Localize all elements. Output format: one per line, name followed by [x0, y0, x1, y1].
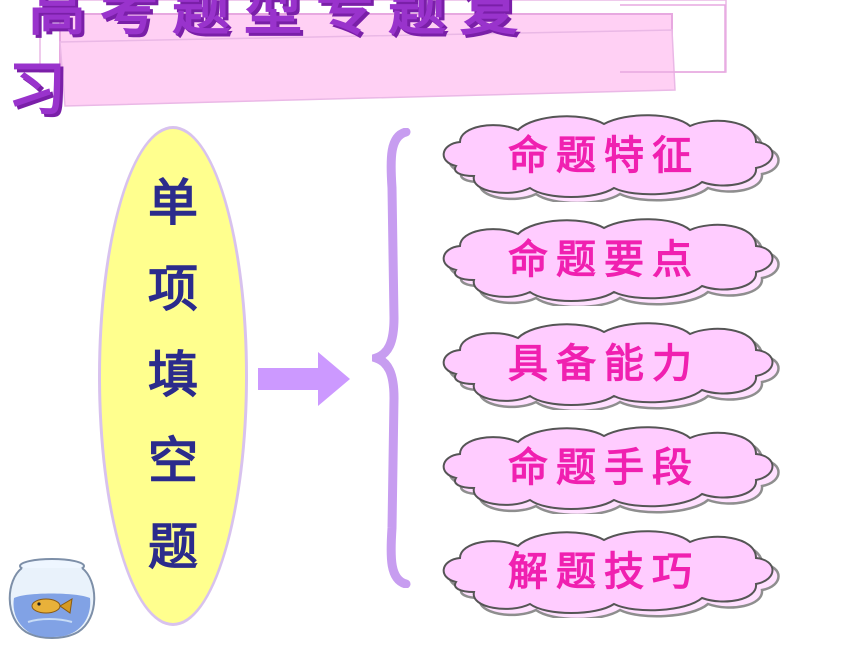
fishbowl-icon: [8, 558, 96, 639]
topic-ellipse: [98, 126, 248, 626]
cloud-icon: [442, 530, 780, 618]
topic-char: 单: [148, 174, 198, 232]
cloud-icon: [442, 114, 780, 202]
item-label: 解题技巧: [508, 549, 700, 595]
item-cloud-1: 命题特征: [434, 110, 784, 202]
topic-label: 单 项 填 空 题: [98, 160, 248, 590]
item-label: 具备能力: [508, 341, 700, 387]
cloud-icon: [442, 218, 780, 306]
topic-char: 项: [148, 260, 198, 318]
right-arrow-icon: [258, 352, 350, 406]
cloud-icon: [442, 426, 780, 514]
item-label: 命题要点: [508, 237, 700, 283]
left-curly-brace-icon: [372, 128, 411, 588]
item-label: 命题特征: [508, 133, 700, 179]
topic-char: 题: [148, 518, 198, 576]
item-cloud-2: 命题要点: [434, 214, 784, 306]
item-cloud-5: 解题技巧: [434, 526, 784, 618]
title-banner: [39, 0, 727, 107]
topic-char: 空: [148, 432, 198, 490]
item-label: 命题手段: [508, 445, 700, 491]
page-title-continued: 习: [8, 55, 67, 123]
topic-char: 填: [148, 346, 198, 404]
item-cloud-3: 具备能力: [434, 318, 784, 410]
page-title: 高考题型专题复: [28, 0, 533, 43]
cloud-icon: [442, 322, 780, 410]
item-cloud-4: 命题手段: [434, 422, 784, 514]
